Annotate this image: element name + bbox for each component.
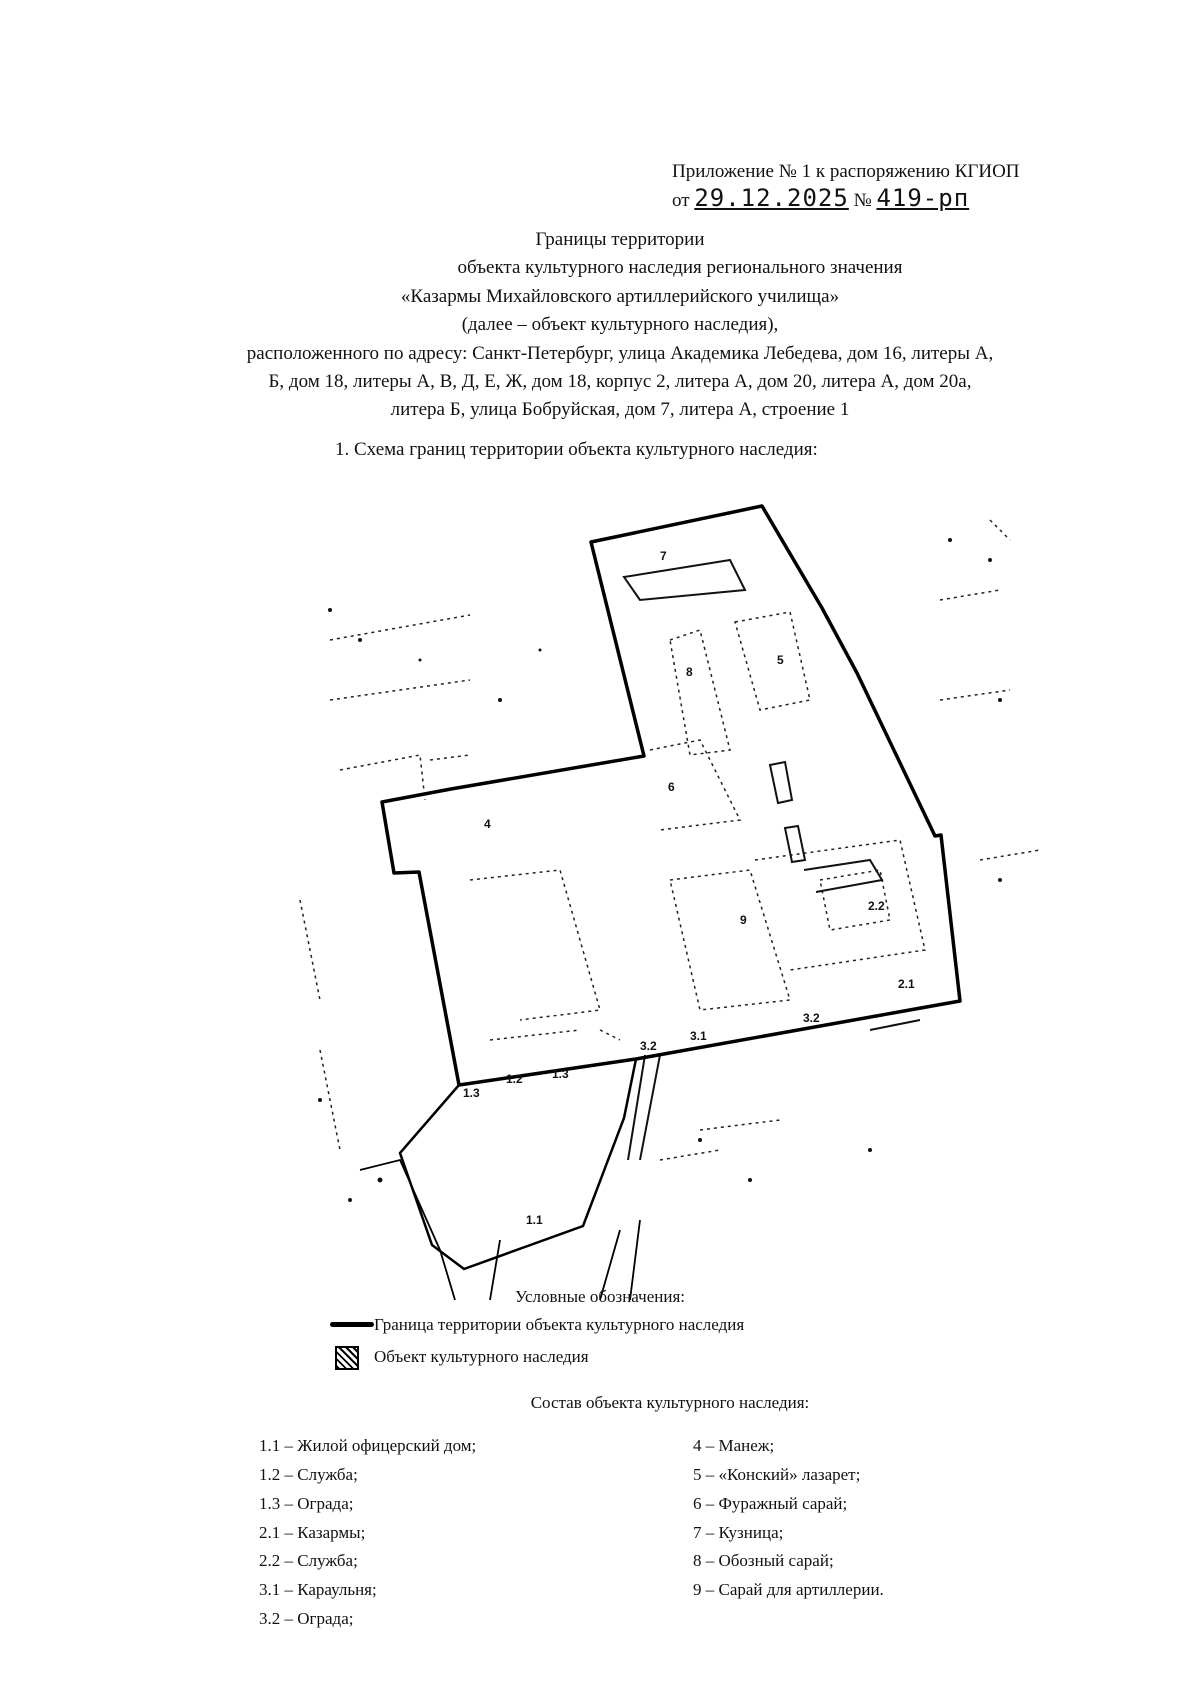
composition-title: Состав объекта культурного наследия: <box>530 1393 810 1412</box>
map-label: 1.2 <box>506 1072 523 1086</box>
title-line: объекта культурного наследия регионально… <box>457 257 903 278</box>
composition-item: 2.2 – Служба; <box>259 1551 358 1570</box>
composition-item: 2.1 – Казармы; <box>259 1523 366 1542</box>
legend-title: Условные обозначения: <box>514 1287 686 1306</box>
handwritten-date: 29.12.2025 <box>694 184 849 212</box>
territory-boundary-line <box>380 504 962 1087</box>
background-buildings <box>299 519 1041 1161</box>
composition-item: 9 – Сарай для артиллерии. <box>693 1580 884 1599</box>
street-lines <box>359 1158 641 1301</box>
map-label: 5 <box>777 653 784 667</box>
section-heading: 1. Схема границ территории объекта культ… <box>335 439 818 460</box>
title-line: (далее – объект культурного наследия), <box>461 314 779 335</box>
composition-item: 6 – Фуражный сарай; <box>693 1494 848 1513</box>
boundary-line-swatch <box>330 1322 374 1327</box>
date-prefix: от <box>672 190 690 211</box>
appendix-reference: Приложение № 1 к распоряжению КГИОП <box>672 161 1020 182</box>
map-scatter-dots <box>318 538 1002 1202</box>
address-line: Б, дом 18, литеры А, В, Д, Е, Ж, дом 18,… <box>268 371 972 392</box>
building-outlines <box>622 558 921 1161</box>
map-label: 1.3 <box>552 1067 569 1081</box>
composition-item: 3.1 – Караульня; <box>259 1580 377 1599</box>
composition-item: 1.2 – Служба; <box>259 1465 358 1484</box>
map-label: 3.2 <box>640 1039 657 1053</box>
map-label: 6 <box>668 780 675 794</box>
title-line: «Казармы Михайловского артиллерийского у… <box>400 286 840 307</box>
map-label: 2.2 <box>868 899 885 913</box>
legend-boundary-label: Граница территории объекта культурного н… <box>374 1315 745 1334</box>
map-label: 2.1 <box>898 977 915 991</box>
handwritten-number: 419-рп <box>876 184 970 212</box>
map-label: 3.1 <box>690 1029 707 1043</box>
map-label: 8 <box>686 665 693 679</box>
composition-item: 1.3 – Ограда; <box>259 1494 354 1513</box>
composition-item: 5 – «Конский» лазарет; <box>693 1465 861 1484</box>
number-prefix: № <box>853 190 872 211</box>
composition-item: 3.2 – Ограда; <box>259 1609 354 1628</box>
title-line: Границы территории <box>535 229 705 250</box>
map-label: 7 <box>660 549 667 563</box>
map-label: 4 <box>484 817 491 831</box>
map-label: 9 <box>740 913 747 927</box>
composition-item: 8 – Обозный сарай; <box>693 1551 834 1570</box>
address-line: расположенного по адресу: Санкт-Петербур… <box>246 343 994 364</box>
map-label: 1.1 <box>526 1213 543 1227</box>
map-label: 1.3 <box>463 1086 480 1100</box>
composition-item: 4 – Манеж; <box>693 1436 775 1455</box>
order-date-line: от 29.12.2025 № 419-рп <box>672 186 1009 210</box>
composition-item: 1.1 – Жилой офицерский дом; <box>259 1436 477 1455</box>
hatched-object-swatch-icon <box>335 1346 359 1370</box>
address-line: литера Б, улица Бобруйская, дом 7, литер… <box>390 399 850 420</box>
map-label: 3.2 <box>803 1011 820 1025</box>
legend-object-label: Объект культурного наследия <box>374 1347 589 1366</box>
composition-item: 7 – Кузница; <box>693 1523 784 1542</box>
territory-boundary-south-lobe <box>398 1058 638 1271</box>
